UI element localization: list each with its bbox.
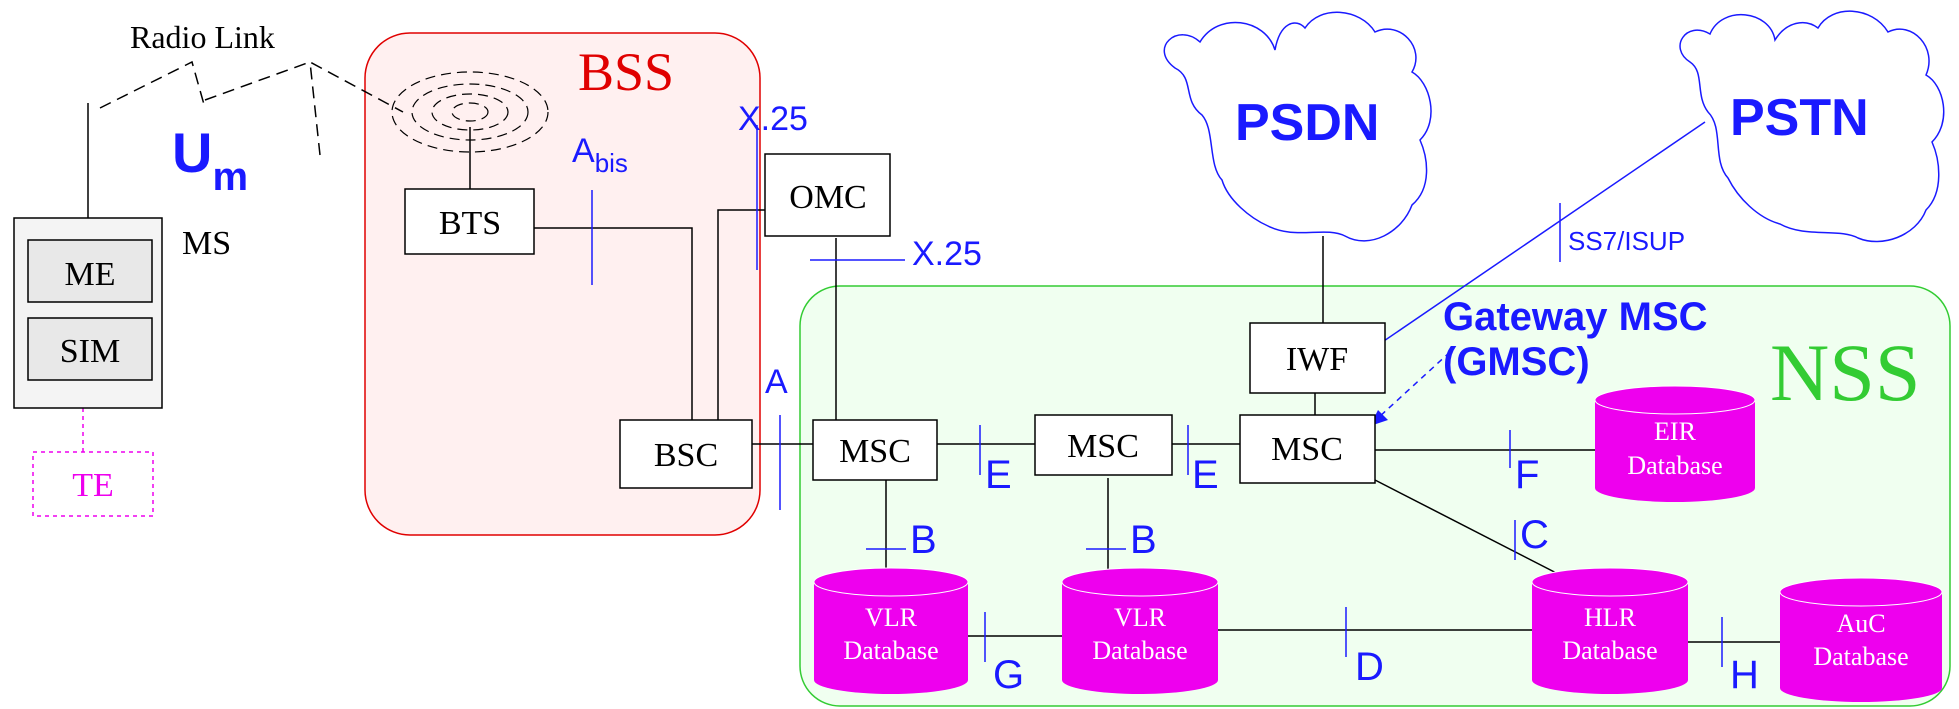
abis-label: Abis	[572, 132, 628, 178]
eir-label-line1: EIR	[1654, 417, 1697, 446]
e2-interface-label: E	[1192, 453, 1219, 497]
psdn-label: PSDN	[1235, 94, 1379, 152]
interface-ticks	[591, 190, 1723, 667]
ss7-label: SS7/ISUP	[1568, 226, 1685, 256]
msc3-label: MSC	[1271, 431, 1343, 468]
vlr2-database: VLR Database	[1061, 567, 1219, 694]
b2-interface-label: B	[1130, 518, 1157, 562]
x25-right-label: X.25	[912, 235, 982, 273]
gateway-arrow	[1377, 351, 1451, 419]
bss-region	[364, 32, 761, 536]
auc-label-line2: Database	[1813, 642, 1908, 671]
um-main: U	[172, 121, 212, 184]
e1-interface-label: E	[985, 453, 1012, 497]
hlr-database: HLR Database	[1531, 567, 1689, 694]
um-label: Um	[172, 121, 248, 199]
h-interface-label: H	[1730, 653, 1759, 697]
hlr-label-line2: Database	[1562, 636, 1657, 665]
bts-label: BTS	[439, 205, 501, 242]
vlr1-label-line1: VLR	[865, 603, 918, 632]
auc-database: AuC Database	[1779, 577, 1943, 702]
c-interface-label: C	[1520, 513, 1549, 557]
x25-top-label: X.25	[738, 100, 808, 138]
te-box	[32, 451, 154, 517]
vlr1-label-line2: Database	[843, 636, 938, 665]
um-sub: m	[212, 155, 248, 199]
msc1-label: MSC	[839, 433, 911, 470]
iwf-box	[1249, 322, 1386, 394]
pstn-cloud	[1679, 10, 1945, 243]
sim-box	[27, 317, 153, 381]
gateway-msc-label-line1: Gateway MSC	[1443, 295, 1708, 339]
bts-box	[404, 188, 535, 255]
msc3-box	[1239, 414, 1376, 484]
ms-label: MS	[182, 225, 231, 262]
te-label: TE	[72, 467, 114, 504]
iwf-label: IWF	[1286, 341, 1348, 378]
me-label: ME	[65, 256, 116, 293]
f-interface-label: F	[1515, 453, 1539, 497]
hlr-label-line1: HLR	[1584, 603, 1637, 632]
d-interface-label: D	[1355, 645, 1384, 689]
vlr1-database: VLR Database	[813, 567, 969, 694]
eir-database: EIR Database	[1594, 385, 1756, 502]
msc1-box	[812, 419, 938, 481]
b1-interface-label: B	[910, 518, 937, 562]
vlr2-label-line2: Database	[1092, 636, 1187, 665]
gateway-msc-label-line2: (GMSC)	[1443, 340, 1590, 384]
sim-label: SIM	[60, 333, 120, 370]
me-box	[27, 239, 153, 303]
radio-link-dashes	[99, 60, 404, 156]
g-interface-label: G	[993, 653, 1024, 697]
msc2-label: MSC	[1067, 428, 1139, 465]
a-interface-label: A	[765, 363, 788, 401]
abis-sub: bis	[595, 148, 628, 178]
abis-main: A	[572, 132, 595, 170]
psdn-cloud	[1163, 11, 1432, 242]
vlr2-label-line1: VLR	[1114, 603, 1167, 632]
bsc-label: BSC	[654, 437, 718, 474]
radio-link-label: Radio Link	[130, 19, 275, 55]
msc2-box	[1034, 414, 1173, 476]
bsc-box	[619, 419, 753, 489]
omc-label: OMC	[789, 179, 866, 216]
blue-links	[756, 121, 1706, 361]
antenna-waves	[391, 71, 549, 153]
bss-label: BSS	[578, 42, 674, 102]
eir-label-line2: Database	[1627, 451, 1722, 480]
auc-label-line1: AuC	[1836, 609, 1885, 638]
pstn-label: PSTN	[1730, 89, 1869, 147]
omc-box	[764, 153, 891, 237]
nss-label: NSS	[1770, 327, 1920, 418]
connection-lines	[87, 103, 1780, 643]
